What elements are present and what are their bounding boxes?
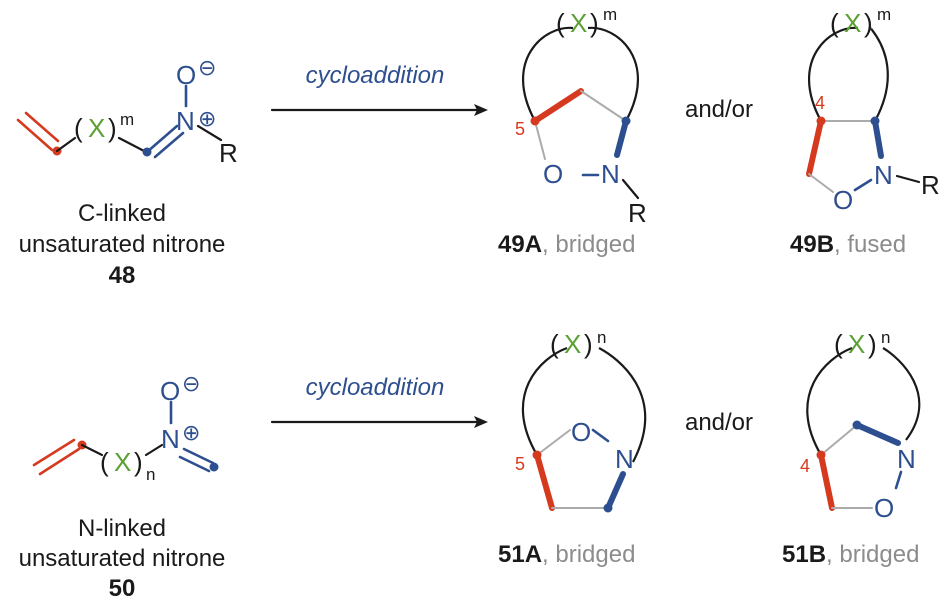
paren-right: ) <box>590 8 599 38</box>
r-group-label: R <box>921 170 940 200</box>
plus-charge: ⊕ <box>182 420 200 445</box>
and-or-bottom: and/or <box>685 409 753 436</box>
product-type-49B: , fused <box>834 231 906 258</box>
compound-number-50: 50 <box>109 575 136 602</box>
nitrone-o-label: O <box>176 60 196 90</box>
paren-right: ) <box>864 8 873 38</box>
paren-left: ( <box>556 8 565 38</box>
caption-48-line2: unsaturated nitrone <box>19 231 226 258</box>
subscript-m: m <box>120 110 134 129</box>
ring-o-label: O <box>543 159 563 189</box>
svg-text:51B, bridged: 51B, bridged <box>782 541 919 568</box>
paren-left: ( <box>834 329 843 359</box>
caption-51A: 51A, bridged <box>498 541 635 568</box>
ring-n-label: N <box>601 159 620 189</box>
paren-right: ) <box>584 329 593 359</box>
ring-o-label: O <box>833 185 853 215</box>
paren-right: ) <box>134 447 143 477</box>
r-group-label: R <box>219 138 238 168</box>
svg-text:49B, fused: 49B, fused <box>790 231 906 258</box>
ring-size-4: 4 <box>815 93 825 113</box>
subscript-n: n <box>881 328 890 347</box>
and-or-top: and/or <box>685 96 753 123</box>
compound-number-49A: 49A <box>498 231 542 258</box>
ring-n-label: N <box>615 444 634 474</box>
caption-50: N-linked unsaturated nitrone 50 <box>19 515 226 602</box>
plus-charge: ⊕ <box>198 106 216 131</box>
ring-n-label: N <box>874 160 893 190</box>
ring-size-4: 4 <box>800 456 810 476</box>
minus-charge: ⊖ <box>198 55 216 80</box>
structure-50: ( X ) n N ⊕ O ⊖ <box>32 371 219 484</box>
structure-48: ( X ) m N ⊕ O ⊖ R <box>16 55 238 168</box>
reaction-arrow-bottom: cycloaddition <box>270 374 488 428</box>
subscript-n: n <box>597 328 606 347</box>
product-type-51B: , bridged <box>826 541 919 568</box>
nitrone-o-label: O <box>160 376 180 406</box>
product-type-49A: , bridged <box>542 231 635 258</box>
structure-51B: ( X ) n N O 4 <box>800 328 921 523</box>
ring-size-5: 5 <box>515 119 525 139</box>
caption-49B: 49B, fused <box>790 231 906 258</box>
paren-right: ) <box>868 329 877 359</box>
svg-text:51A, bridged: 51A, bridged <box>498 541 635 568</box>
caption-50-line2: unsaturated nitrone <box>19 545 226 572</box>
compound-number-49B: 49B <box>790 231 834 258</box>
caption-48-line1: C-linked <box>78 200 166 227</box>
compound-number-48: 48 <box>109 262 136 289</box>
caption-48: C-linked unsaturated nitrone 48 <box>19 200 226 289</box>
paren-left: ( <box>830 8 839 38</box>
compound-number-51B: 51B <box>782 541 826 568</box>
nitrone-n-label: N <box>176 106 195 136</box>
ring-n-label: N <box>897 444 916 474</box>
tether-x-label: X <box>570 8 587 38</box>
subscript-n: n <box>146 465 155 484</box>
tether-x-label: X <box>564 329 581 359</box>
paren-right: ) <box>108 113 117 143</box>
arrow-label-bottom: cycloaddition <box>306 374 445 401</box>
minus-charge: ⊖ <box>182 371 200 396</box>
structure-49B: ( X ) m N O R 4 <box>806 5 940 215</box>
r-group-label: R <box>628 198 647 228</box>
paren-left: ( <box>74 113 83 143</box>
structure-49A: ( X ) m O N R 5 <box>515 5 647 228</box>
svg-text:49A, bridged: 49A, bridged <box>498 231 635 258</box>
nitrone-n-label: N <box>161 424 180 454</box>
subscript-m: m <box>877 5 891 24</box>
caption-50-line1: N-linked <box>78 515 166 542</box>
product-type-51A: , bridged <box>542 541 635 568</box>
ring-o-label: O <box>571 417 591 447</box>
subscript-m: m <box>603 5 617 24</box>
caption-51B: 51B, bridged <box>782 541 919 568</box>
ring-o-label: O <box>874 493 894 523</box>
ring-size-5: 5 <box>515 454 525 474</box>
tether-x-label: X <box>88 113 105 143</box>
tether-x-label: X <box>114 447 131 477</box>
tether-x-label: X <box>844 8 861 38</box>
structure-51A: ( X ) n O N 5 <box>515 328 647 513</box>
compound-number-51A: 51A <box>498 541 542 568</box>
reaction-arrow-top: cycloaddition <box>270 62 488 116</box>
paren-left: ( <box>550 329 559 359</box>
caption-49A: 49A, bridged <box>498 231 635 258</box>
arrow-label-top: cycloaddition <box>306 62 445 89</box>
tether-x-label: X <box>848 329 865 359</box>
paren-left: ( <box>100 447 109 477</box>
